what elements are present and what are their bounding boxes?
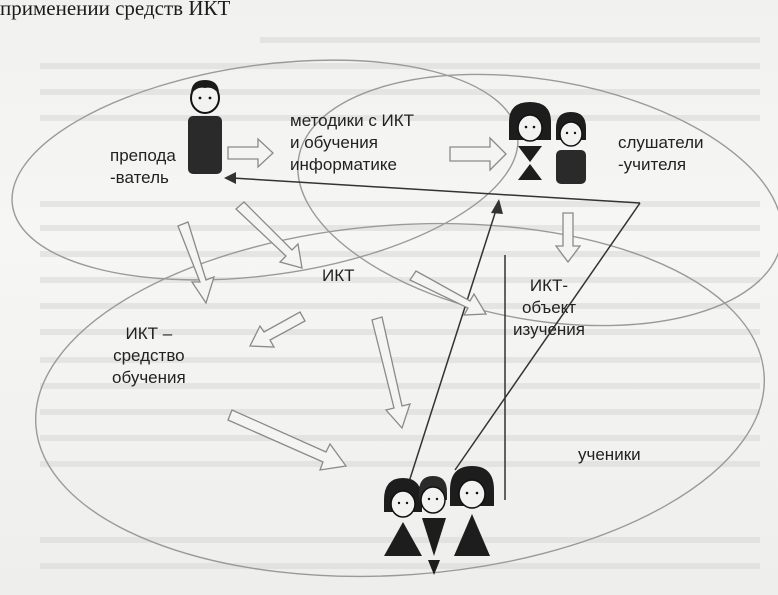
ellipse-pupils — [34, 222, 766, 578]
page-header-text: применении средств ИКТ — [0, 0, 231, 20]
ellipse-listeners — [297, 73, 778, 327]
block-arrow-ict-to-tool — [248, 311, 306, 348]
block-arrow-ict-to-object — [409, 270, 488, 316]
arrowhead-teacher — [224, 172, 236, 184]
block-arrow-teacher-to-ict — [235, 201, 303, 269]
block-arrow-ict-to-pupils — [371, 316, 411, 430]
block-arrow-teacher-to-methods — [227, 137, 274, 169]
bleed-through-text — [40, 37, 760, 569]
label-ict-tool: ИКТ – средство обучения — [112, 324, 186, 387]
block-arrow-methods-to-listeners — [449, 136, 507, 172]
line-listeners-to-teacher — [231, 177, 641, 204]
teacher-figure-icon — [188, 80, 222, 174]
listeners-figure-icon — [509, 102, 586, 184]
label-listeners-teachers: слушатели -учителя — [618, 133, 704, 174]
label-pupils: ученики — [578, 445, 641, 464]
block-arrow-listeners-to-object — [554, 212, 582, 264]
line-pupils-to-teacher — [454, 202, 641, 471]
label-methods: методики с ИКТ и обучения информатике — [290, 111, 415, 174]
pupils-figure-icon — [384, 466, 494, 575]
line-pupils-to-ict-object — [399, 206, 498, 511]
label-teacher: препода -ватель — [110, 146, 176, 187]
ellipse-teacher — [11, 59, 519, 281]
arrowhead-ict-object — [491, 199, 503, 214]
block-arrow-tool-to-pupils — [227, 409, 348, 471]
label-ict-object: ИКТ- объект изучения — [513, 276, 586, 339]
label-ict: ИКТ — [322, 266, 355, 285]
block-arrow-teacher-to-ict-tool — [177, 221, 216, 305]
